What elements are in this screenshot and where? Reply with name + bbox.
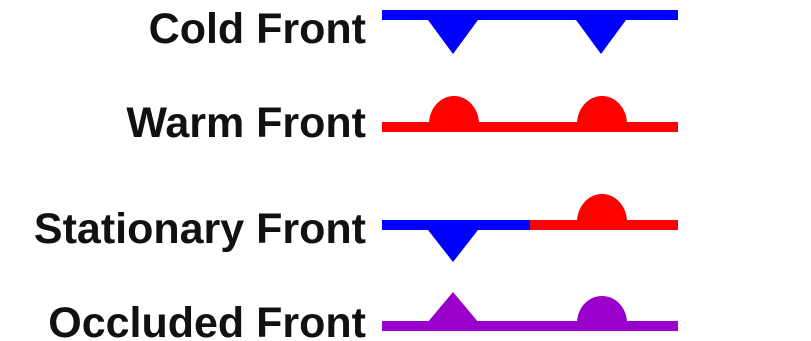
warm-front-semicircle — [429, 96, 479, 124]
warm-front-label: Warm Front — [126, 99, 366, 147]
occluded-front-semicircle — [577, 296, 627, 323]
occluded-front-label: Occluded Front — [48, 299, 366, 341]
warm-front-line — [382, 122, 678, 132]
occluded-front-triangle — [427, 292, 479, 323]
stationary-front-symbol-icon — [382, 194, 678, 262]
cold-front-label: Cold Front — [148, 5, 366, 53]
cold-front-line — [382, 10, 678, 20]
stationary-front-semicircle — [577, 194, 627, 222]
stationary-front-warm-line — [530, 220, 678, 230]
warm-front-semicircle — [577, 96, 627, 124]
stationary-front-label: Stationary Front — [33, 205, 366, 253]
stationary-front-cold-line — [382, 220, 530, 230]
cold-front-triangle — [576, 20, 626, 54]
occluded-front-line — [382, 321, 678, 331]
occluded-front-symbol-icon — [382, 292, 678, 331]
cold-front-symbol-icon — [382, 10, 678, 54]
warm-front-symbol-icon — [382, 96, 678, 132]
stationary-front-triangle — [428, 230, 478, 262]
cold-front-triangle — [428, 20, 478, 54]
